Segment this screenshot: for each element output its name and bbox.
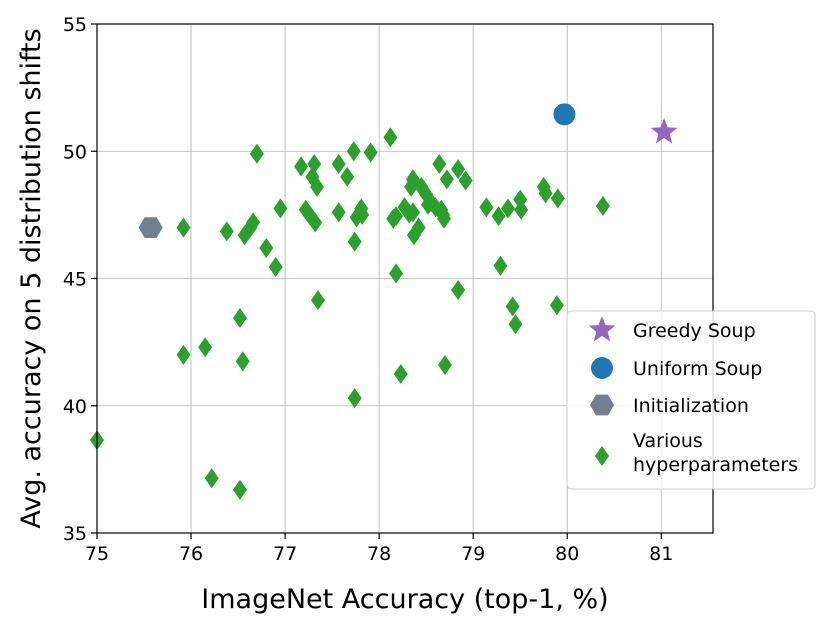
- various-hyperparameters-point: [451, 279, 466, 300]
- y-tick-label: 45: [63, 269, 87, 291]
- y-tick-label: 55: [63, 14, 87, 36]
- x-tick-label: 81: [649, 543, 673, 565]
- initialization-point: [138, 217, 163, 238]
- various-hyperparameters-point: [389, 263, 404, 284]
- legend-label: Uniform Soup: [633, 358, 762, 380]
- various-hyperparameters-point: [595, 195, 610, 216]
- y-tick-label: 40: [63, 396, 87, 418]
- x-tick-label: 79: [461, 543, 485, 565]
- axis-ticks: 75 76 77 78 79 80 81 35 40 45 50 55: [63, 14, 674, 565]
- various-hyperparameters-point: [347, 231, 362, 252]
- various-hyperparameters-point: [500, 198, 515, 219]
- various-hyperparameters-point: [363, 142, 378, 163]
- various-hyperparameters-point: [331, 153, 346, 174]
- various-hyperparameters-point: [176, 344, 191, 365]
- data-points: [90, 103, 678, 500]
- various-hyperparameters-point: [538, 183, 553, 204]
- x-tick-label: 76: [179, 543, 203, 565]
- various-hyperparameters-point: [393, 363, 408, 384]
- y-tick-label: 50: [63, 141, 87, 163]
- various-hyperparameters-point: [268, 257, 283, 278]
- various-hyperparameters-point: [432, 153, 447, 174]
- various-hyperparameters-point: [479, 197, 494, 218]
- various-hyperparameters-point: [311, 290, 326, 311]
- various-hyperparameters-point: [491, 206, 506, 227]
- legend-marker-initialization: [590, 394, 614, 416]
- legend-marker-various-hyperparameters: [595, 446, 609, 466]
- various-hyperparameters-point: [259, 237, 274, 258]
- various-hyperparameters-point: [550, 188, 565, 209]
- x-tick-label: 75: [85, 543, 109, 565]
- uniform-soup-point: [553, 103, 576, 126]
- legend-label: Initialization: [633, 395, 749, 417]
- various-hyperparameters-point: [405, 202, 420, 223]
- various-hyperparameters-point: [505, 296, 520, 317]
- various-hyperparameters-point: [198, 337, 213, 358]
- various-hyperparameters-point: [235, 351, 250, 372]
- various-hyperparameters-point: [176, 217, 191, 238]
- various-hyperparameters-point: [307, 153, 322, 174]
- various-hyperparameters-point: [355, 204, 370, 225]
- various-hyperparameters-point: [294, 156, 309, 177]
- y-axis-label: Avg. accuracy on 5 distribution shifts: [16, 28, 47, 528]
- various-hyperparameters-point: [249, 143, 264, 164]
- various-hyperparameters-point: [331, 202, 346, 223]
- various-hyperparameters-point: [246, 212, 261, 233]
- various-hyperparameters-point: [389, 206, 404, 227]
- legend-marker-uniform-soup: [591, 357, 613, 379]
- various-hyperparameters-point: [204, 468, 219, 489]
- various-hyperparameters-point: [232, 479, 247, 500]
- various-hyperparameters-point: [437, 355, 452, 376]
- various-hyperparameters-point: [437, 208, 452, 229]
- various-hyperparameters-point: [273, 198, 288, 219]
- various-hyperparameters-point: [493, 255, 508, 276]
- various-hyperparameters-point: [514, 199, 529, 220]
- various-hyperparameters-point: [439, 169, 454, 190]
- legend-label: Greedy Soup: [633, 320, 756, 342]
- various-hyperparameters-point: [219, 221, 234, 242]
- various-hyperparameters-point: [310, 176, 325, 197]
- various-hyperparameters-point: [340, 166, 355, 187]
- various-hyperparameters-point: [383, 127, 398, 148]
- y-tick-label: 35: [63, 523, 87, 545]
- various-hyperparameters-point: [458, 170, 473, 191]
- various-hyperparameters-point: [549, 295, 564, 316]
- legend-marker-greedy-soup: [588, 316, 616, 342]
- various-hyperparameters-point: [232, 307, 247, 328]
- various-hyperparameters-point: [411, 217, 426, 238]
- various-hyperparameters-point: [451, 159, 466, 180]
- various-hyperparameters-point: [308, 212, 323, 233]
- various-hyperparameters-point: [508, 314, 523, 335]
- x-axis-label: ImageNet Accuracy (top-1, %): [201, 584, 608, 615]
- greedy-soup-point: [650, 118, 678, 144]
- various-hyperparameters-point: [346, 141, 361, 162]
- x-tick-label: 78: [367, 543, 391, 565]
- legend-box: [566, 310, 816, 490]
- x-tick-label: 80: [555, 543, 579, 565]
- various-hyperparameters-point: [347, 388, 362, 409]
- x-tick-label: 77: [273, 543, 297, 565]
